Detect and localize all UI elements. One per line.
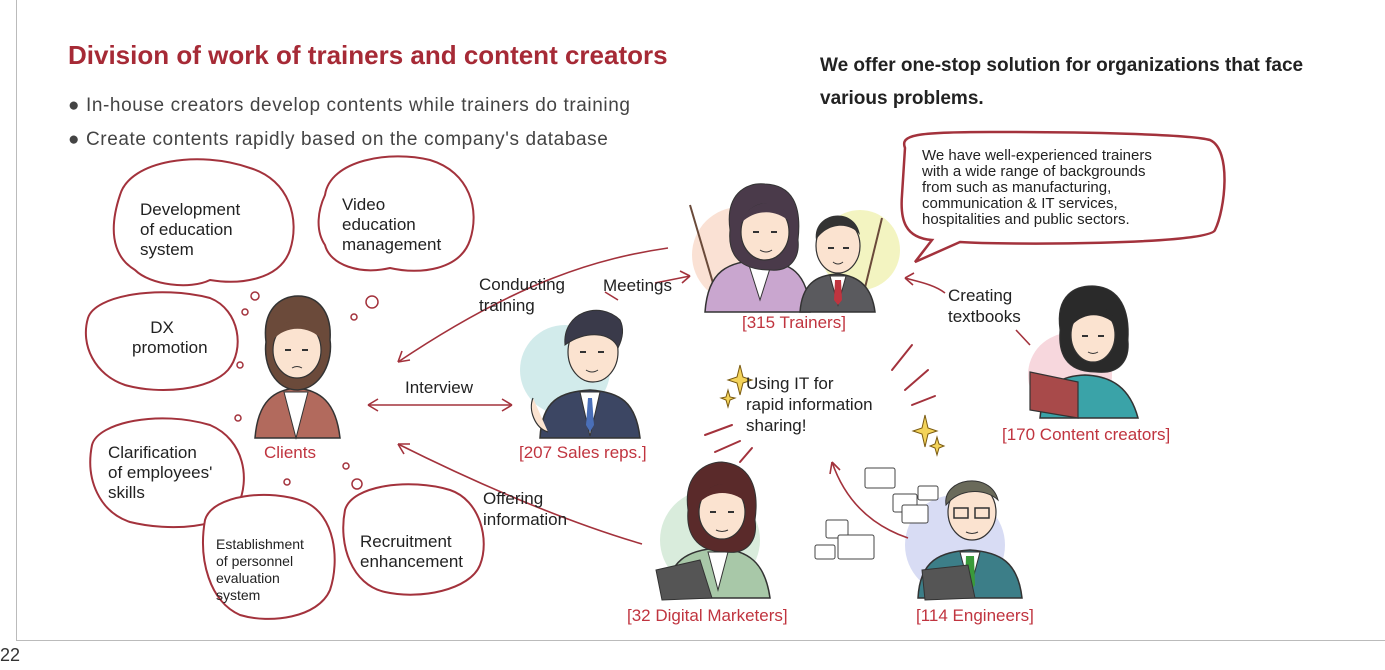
bubble-line: Clarification bbox=[108, 443, 197, 462]
bubble-dx bbox=[84, 291, 239, 391]
page-number: 22 bbox=[0, 645, 21, 665]
bubble-line: skills bbox=[108, 483, 145, 502]
flow-line: Using IT for bbox=[746, 374, 834, 393]
bubble-development-text: Development of education system bbox=[140, 200, 240, 260]
bubble-line: of employees' bbox=[108, 463, 213, 482]
bubble-line: Video bbox=[342, 195, 386, 214]
flow-creating-textbooks: Creating textbooks bbox=[948, 285, 1021, 327]
speech-line: with a wide range of backgrounds bbox=[922, 163, 1146, 180]
flow-line: Conducting bbox=[479, 275, 566, 294]
digital-marketer-illustration bbox=[655, 461, 771, 601]
bubble-establishment-text: Establishment of personnel evaluation sy… bbox=[216, 536, 304, 604]
speech-line: hospitalities and public sectors. bbox=[922, 211, 1130, 228]
bubble-line: Recruitment bbox=[360, 532, 452, 551]
bubble-line: evaluation bbox=[216, 570, 280, 586]
bubble-establishment bbox=[202, 493, 336, 620]
bullet-item: ● Create contents rapidly based on the c… bbox=[68, 129, 609, 150]
bubble-line: management bbox=[342, 235, 442, 254]
bubble-line: of personnel bbox=[216, 553, 294, 569]
bubble-line: DX bbox=[150, 318, 174, 337]
label-sales: [207 Sales reps.] bbox=[519, 443, 647, 462]
bubble-line: system bbox=[216, 587, 261, 603]
flow-interview: Interview bbox=[405, 378, 474, 397]
client-illustration bbox=[254, 295, 341, 440]
label-content-creators: [170 Content creators] bbox=[1002, 425, 1171, 444]
trainers-illustration bbox=[689, 183, 883, 313]
floating-cards bbox=[814, 467, 939, 560]
label-trainers: [315 Trainers] bbox=[742, 313, 846, 332]
flow-line: training bbox=[479, 296, 535, 315]
speech-line: We have well-experienced trainers bbox=[922, 147, 1152, 164]
bubble-recruitment-text: Recruitment enhancement bbox=[360, 532, 463, 572]
speech-line: from such as manufacturing, bbox=[922, 179, 1112, 196]
flow-conducting-training: Conducting training bbox=[479, 274, 565, 316]
content-creator-illustration bbox=[1029, 285, 1139, 419]
flow-line: sharing! bbox=[746, 416, 807, 435]
sales-rep-illustration bbox=[530, 309, 641, 439]
bubble-line: Establishment bbox=[216, 536, 304, 552]
flow-line: Offering bbox=[483, 489, 544, 508]
flow-line: rapid information bbox=[746, 395, 873, 414]
flow-line: Creating bbox=[948, 286, 1013, 305]
page-title: Division of work of trainers and content… bbox=[68, 40, 668, 70]
bullet-item: ● In-house creators develop contents whi… bbox=[68, 95, 631, 116]
bubble-video-text: Video education management bbox=[342, 195, 441, 255]
bubble-recruitment bbox=[342, 483, 485, 596]
bullet-list: ● In-house creators develop contents whi… bbox=[68, 95, 631, 163]
flow-line: information bbox=[483, 510, 568, 529]
label-engineers: [114 Engineers] bbox=[916, 606, 1034, 625]
flow-meetings: Meetings bbox=[603, 276, 672, 295]
flow-using-it: Using IT for rapid information sharing! bbox=[746, 373, 873, 436]
speech-bubble bbox=[900, 130, 1226, 264]
flow-line: textbooks bbox=[948, 307, 1021, 326]
bubble-development bbox=[112, 158, 295, 287]
slide-frame bbox=[16, 0, 1385, 641]
bubble-line: Development bbox=[140, 200, 241, 219]
bubble-line: enhancement bbox=[360, 552, 464, 571]
label-clients: Clients bbox=[264, 443, 316, 462]
speech-line: communication & IT services, bbox=[922, 195, 1118, 212]
bubble-clarification-text: Clarification of employees' skills bbox=[108, 443, 212, 503]
flow-offering-information: Offering information bbox=[483, 488, 567, 530]
lead-text: We offer one-stop solution for organizat… bbox=[820, 55, 1304, 109]
speech-bubble-text: We have well-experienced trainers with a… bbox=[922, 148, 1152, 228]
bubble-line: system bbox=[140, 240, 194, 259]
bubble-line: promotion bbox=[132, 338, 208, 357]
label-digital-marketers: [32 Digital Marketers] bbox=[627, 606, 788, 625]
bubble-line: education bbox=[342, 215, 416, 234]
bubble-video bbox=[317, 155, 475, 272]
bubble-dx-text: DX promotion bbox=[132, 318, 208, 358]
bubble-line: of education bbox=[140, 220, 233, 239]
engineer-illustration bbox=[917, 480, 1023, 601]
